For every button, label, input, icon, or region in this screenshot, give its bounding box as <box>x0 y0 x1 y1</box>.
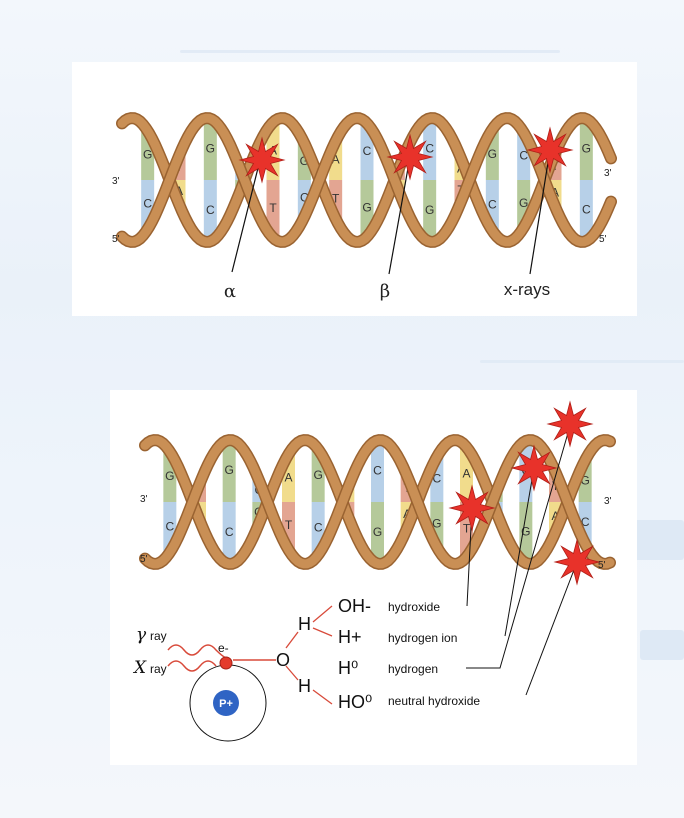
base-letter: G <box>362 200 371 214</box>
gamma-ray-label: ray <box>150 629 167 643</box>
oh-bond-bottom <box>286 666 298 680</box>
electron-icon <box>220 657 232 669</box>
base-letter: G <box>313 468 322 482</box>
radiation-chemistry-panel-bottom: GCTAGCCGATGCCGTACGATCGTAGC 3' 5' 3' 5' γ… <box>110 390 637 765</box>
product-formula: HO⁰ <box>338 692 372 712</box>
oxygen-label: O <box>276 650 290 670</box>
split-line-ho <box>313 690 332 704</box>
end-label-5prime-left: 5' <box>112 234 120 245</box>
base-letter: T <box>463 522 471 536</box>
product-formula: OH- <box>338 596 371 616</box>
split-line-h-plus <box>313 628 332 636</box>
end-label-3prime-right: 3' <box>604 168 612 179</box>
damage-star-icon <box>528 128 572 172</box>
damage-star-icon <box>555 540 599 584</box>
xray-wave-icon <box>168 661 216 671</box>
damage-star-icon <box>548 402 592 446</box>
end-label-3prime-right: 3' <box>604 496 612 507</box>
base-letter: C <box>143 197 152 211</box>
dna-damage-panel-top: GCTAGCATGCATCGCGATGCCGTAGC 3' 5' 3' 5' α… <box>72 62 637 316</box>
base-letter: C <box>225 525 234 539</box>
base-letter: G <box>425 203 434 217</box>
base-letter: C <box>373 463 382 477</box>
base-letter: T <box>285 518 293 532</box>
base-letter: G <box>206 141 215 155</box>
base-letter: C <box>314 521 323 535</box>
end-label-5prime-left: 5' <box>140 554 148 565</box>
product-name: hydrogen <box>388 662 438 676</box>
dna-helix-diagram-top: GCTAGCATGCATCGCGATGCCGTAGC 3' 5' 3' 5' α… <box>72 62 637 316</box>
xrays-label: x-rays <box>504 280 550 299</box>
electron-label: e- <box>218 641 229 655</box>
product-name: hydrogen ion <box>388 631 457 645</box>
dna-radiation-diagram-bottom: GCTAGCCGATGCCGTACGATCGTAGC 3' 5' 3' 5' γ… <box>110 390 637 765</box>
base-letter: G <box>582 142 591 156</box>
xray-ray-label: ray <box>150 662 167 676</box>
gamma-symbol: γ <box>136 625 147 645</box>
alpha-label: α <box>224 281 236 302</box>
base-letter: C <box>488 198 497 212</box>
base-letter: G <box>165 469 174 483</box>
base-letter: G <box>224 463 233 477</box>
product-name: hydroxide <box>388 600 440 614</box>
base-letter: G <box>488 147 497 161</box>
base-letter: C <box>165 519 174 533</box>
base-letter: C <box>582 203 591 217</box>
beta-label: β <box>380 281 390 302</box>
background-streak <box>640 630 684 660</box>
base-letter: C <box>363 144 372 158</box>
end-label-5prime-right: 5' <box>599 234 607 245</box>
damage-star-icon <box>512 446 556 490</box>
end-label-3prime-left: 3' <box>112 176 120 187</box>
xray-symbol: X <box>132 658 147 678</box>
proton-label: P+ <box>219 698 233 710</box>
hydrogen-top-label: H <box>298 614 311 634</box>
hydrogen-bottom-label: H <box>298 676 311 696</box>
oh-bond-top <box>286 632 298 648</box>
base-letter: C <box>206 203 215 217</box>
background-streak <box>480 360 684 363</box>
damage-star-icon <box>450 486 494 530</box>
base-letter: A <box>462 467 470 481</box>
product-name: neutral hydroxide <box>388 694 480 708</box>
product-formula: H+ <box>338 627 362 647</box>
product-formula: H⁰ <box>338 658 358 678</box>
background-streak <box>180 50 560 53</box>
end-label-3prime-left: 3' <box>140 494 148 505</box>
neutral-hydroxide-pointer-line <box>526 562 577 695</box>
split-line-oh <box>313 606 332 622</box>
base-letter: G <box>373 525 382 539</box>
damage-star-icon <box>240 138 284 182</box>
damage-star-icon <box>388 135 432 179</box>
base-letter: T <box>269 201 277 215</box>
base-letter: C <box>425 141 434 155</box>
